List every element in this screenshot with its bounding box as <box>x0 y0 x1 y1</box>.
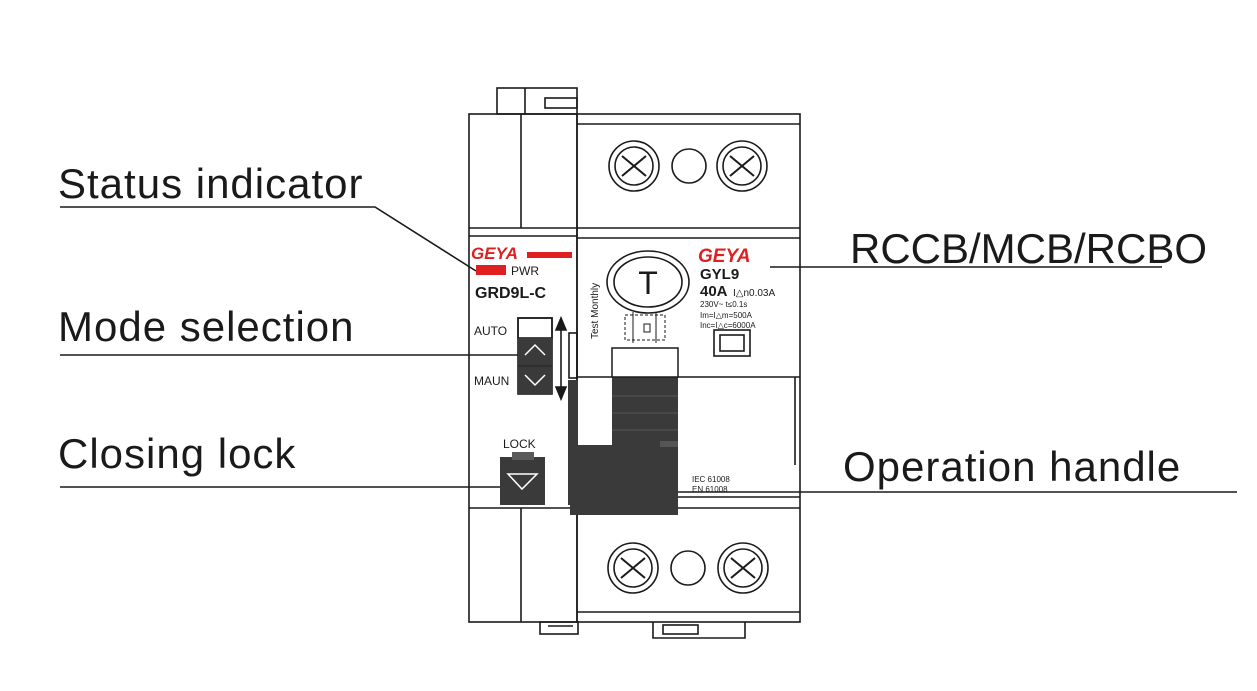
leader-lines <box>60 206 1237 493</box>
inc-rating-label: Inc=I△c=6000A <box>700 321 756 330</box>
chevron-down-icon <box>524 374 546 387</box>
operation-handle-callout: Operation handle <box>843 443 1182 490</box>
circuit-symbol-icon <box>624 312 666 343</box>
mode-arrow-icon <box>554 315 568 402</box>
top-terminals <box>608 140 768 192</box>
brand-logo-right: GEYA <box>698 246 750 267</box>
operation-handle[interactable] <box>570 347 679 515</box>
standard-label-1: IEC 61008 <box>692 475 730 484</box>
closing-lock-callout: Closing lock <box>58 430 297 477</box>
brand-bar-left <box>527 252 572 258</box>
terminal-hole-icon <box>670 550 706 586</box>
closing-lock[interactable] <box>500 452 545 505</box>
status-indicator-callout: Status indicator <box>58 160 364 207</box>
lock-arrow-icon <box>506 473 539 491</box>
terminal-screw-icon <box>607 542 659 594</box>
rating-label: 40A <box>700 283 728 300</box>
left-model-label: GRD9L-C <box>475 285 547 302</box>
test-button-label: T <box>638 265 658 301</box>
terminal-screw-icon <box>717 542 769 594</box>
lock-label: LOCK <box>503 437 536 451</box>
auto-label: AUTO <box>474 324 507 338</box>
terminal-hole-icon <box>671 148 707 184</box>
voltage-time-label: 230V~ t≤0.1s <box>700 300 747 309</box>
right-model-label: GYL9 <box>700 266 739 283</box>
brand-logo-left: GEYA <box>471 244 518 263</box>
terminal-screw-icon <box>716 140 768 192</box>
test-button[interactable] <box>606 250 690 314</box>
window-icon <box>713 329 751 357</box>
mode-switch-block[interactable] <box>518 338 552 394</box>
pwr-label: PWR <box>511 264 539 278</box>
test-monthly-label: Test Monthly <box>590 283 601 339</box>
rccb-mcb-rcbo-callout: RCCB/MCB/RCBO <box>850 225 1208 272</box>
sensitivity-label: I△n0.03A <box>733 288 775 299</box>
maun-label: MAUN <box>474 374 509 388</box>
mode-selection-callout: Mode selection <box>58 303 355 350</box>
im-rating-label: Im=I△m=500A <box>700 311 753 320</box>
status-indicator-led <box>476 265 506 275</box>
terminal-screw-icon <box>608 140 660 192</box>
standard-label-2: EN 61008 <box>692 485 728 494</box>
bottom-terminals <box>607 542 769 594</box>
